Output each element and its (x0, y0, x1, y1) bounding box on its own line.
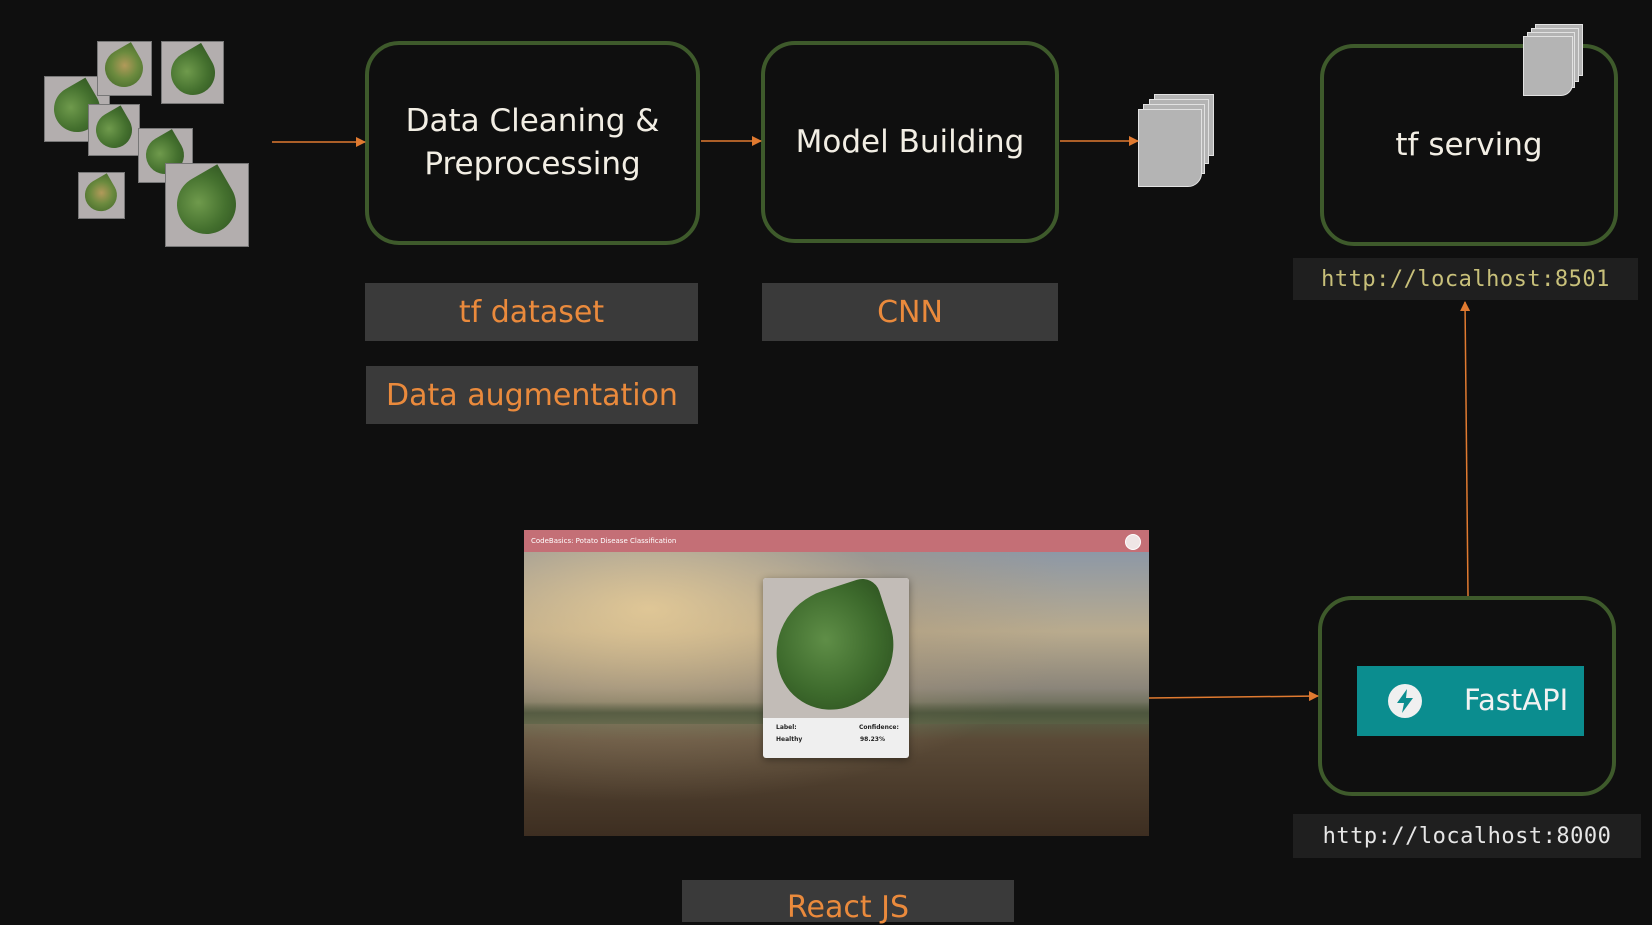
prediction-card: Label: Confidence: Healthy 98.23% (763, 578, 909, 758)
leaf-image-icon (165, 163, 249, 247)
label-value: Healthy (776, 736, 803, 743)
data-augmentation-tag: Data augmentation (366, 366, 698, 424)
data-cleaning-stage: Data Cleaning & Preprocessing (365, 41, 700, 245)
fastapi-stage: FastAPI (1318, 596, 1616, 796)
app-header: CodeBasics: Potato Disease Classificatio… (524, 530, 1149, 552)
data-cleaning-label-line1: Data Cleaning & (405, 103, 660, 140)
model-building-stage: Model Building (761, 41, 1059, 243)
model-building-label: Model Building (795, 124, 1025, 160)
label-header: Label: (776, 724, 797, 731)
react-app-screenshot: CodeBasics: Potato Disease Classificatio… (524, 530, 1149, 836)
react-js-tag: React JS (682, 880, 1014, 925)
fastapi-logo: FastAPI (1357, 666, 1584, 736)
arrow-app-to-fastapi (1148, 691, 1319, 702)
leaf-image-icon (97, 41, 152, 96)
leaf-image-icon (161, 41, 224, 104)
app-title: CodeBasics: Potato Disease Classificatio… (531, 537, 677, 545)
uploaded-leaf-image (763, 578, 909, 724)
lightning-icon (1388, 684, 1422, 718)
document-stack-icon (1138, 94, 1220, 190)
confidence-header: Confidence: (859, 724, 899, 731)
leaf-image-icon (78, 172, 125, 219)
tf-serving-url: http://localhost:8501 (1293, 258, 1638, 300)
tf-serving-label: tf serving (1395, 127, 1543, 163)
app-logo-icon (1125, 534, 1141, 550)
leaf-images-collage (40, 38, 250, 248)
arrow-fastapi-to-serving (1460, 301, 1471, 597)
fastapi-url: http://localhost:8000 (1293, 814, 1641, 858)
document-stack-icon (1523, 24, 1587, 96)
cnn-tag: CNN (762, 283, 1058, 341)
confidence-value: 98.23% (860, 736, 885, 743)
data-cleaning-label-line2: Preprocessing (424, 146, 641, 182)
fastapi-label: FastAPI (1464, 683, 1569, 717)
tf-dataset-tag: tf dataset (365, 283, 698, 341)
tf-serving-stage: tf serving (1320, 44, 1618, 246)
prediction-result: Label: Confidence: Healthy 98.23% (763, 718, 909, 758)
